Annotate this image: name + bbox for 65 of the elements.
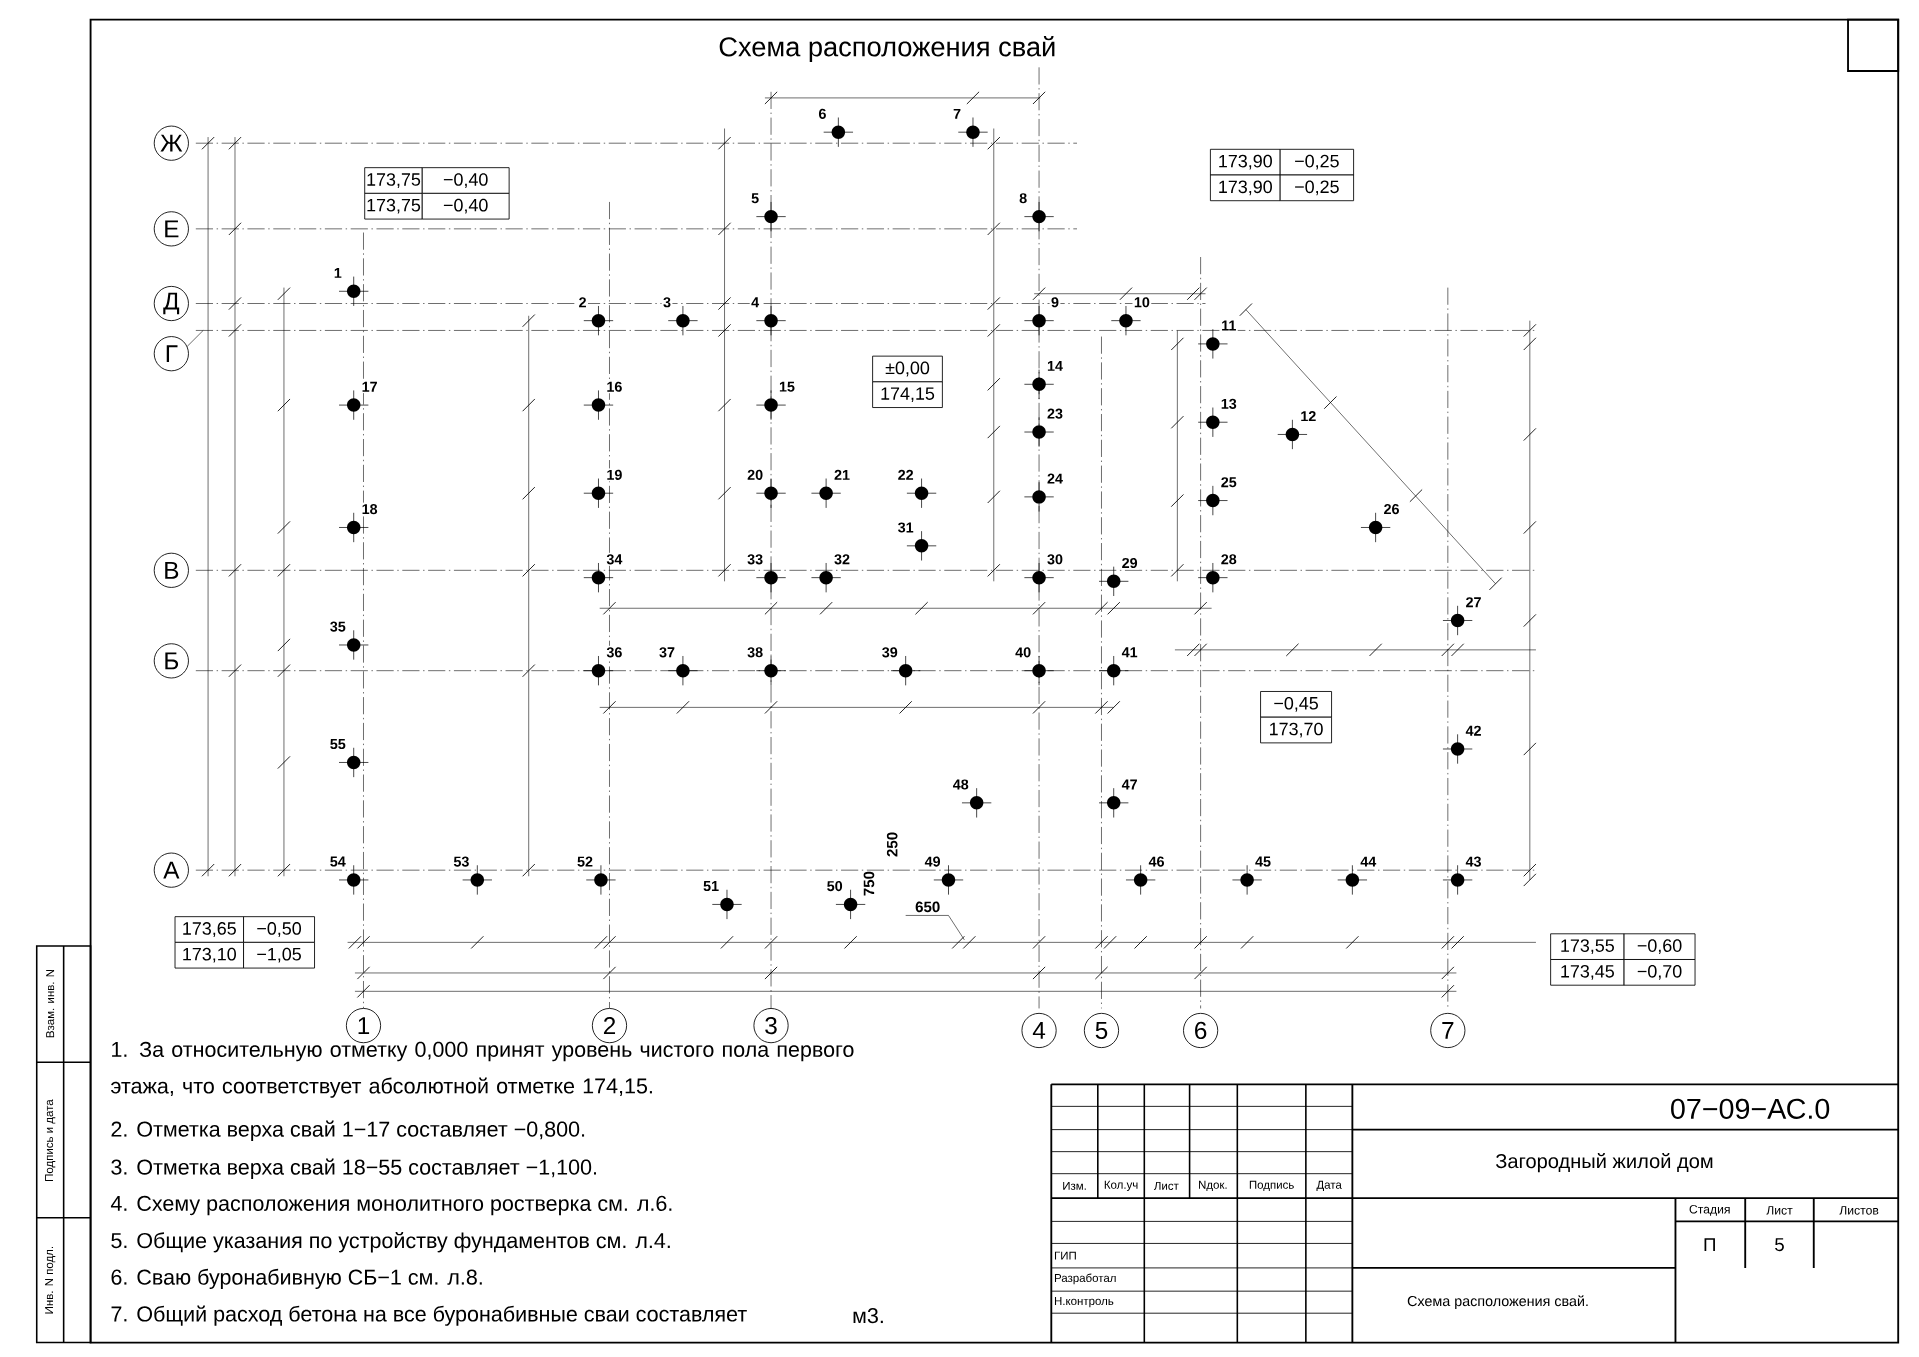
note-text: м3. [853, 1307, 883, 1324]
column-header: Листов [1839, 1206, 1879, 1215]
elevation-mark: −0,45 [1260, 690, 1332, 718]
stamp-label: Взам. инв. N [46, 969, 55, 1038]
note-text: 3. Отметка верха свай 18−55 составляет −1,100. [111, 1158, 596, 1179]
elevation-mark: 173,90 [1209, 148, 1281, 176]
elevation-mark: 173,10 [174, 941, 244, 969]
elevation-mark: 173,75 [364, 167, 423, 194]
elevation-mark: −0,40 [421, 192, 510, 220]
axis-bubble: 2 [591, 1007, 628, 1044]
note-text: 6. Сваю буронабивную СБ−1 см. л.8. [111, 1268, 482, 1289]
stamp-label: Подпись и дата [45, 1099, 56, 1181]
axis-bubble: В [153, 552, 189, 588]
elevation-mark: −0,25 [1279, 148, 1354, 176]
project-name: Загородный жилой дом [1495, 1153, 1713, 1173]
note-text: 5. Общие указания по устройству фундаментов см. л.4. [111, 1231, 670, 1253]
row-label: ГИП [1055, 1251, 1076, 1260]
stamp-value: П [1704, 1238, 1715, 1251]
elevation-mark: −0,70 [1623, 958, 1696, 986]
axis-bubble: 5 [1083, 1012, 1120, 1048]
row-label: Разработал [1055, 1273, 1116, 1285]
elevation-mark: −0,25 [1279, 174, 1354, 202]
axis-bubble: 7 [1430, 1012, 1466, 1048]
column-header: Кол.уч [1104, 1180, 1138, 1191]
elevation-mark: 173,65 [174, 916, 244, 943]
elevation-mark: ±0,00 [872, 355, 943, 383]
axis-bubble: Е [153, 211, 189, 247]
sheet-title: Схема расположения свай [719, 35, 1055, 62]
column-header: Лист [1766, 1206, 1793, 1215]
elevation-mark: −1,05 [243, 941, 315, 969]
axis-bubble: Ж [153, 125, 189, 161]
stamp-label: Инв. N подл. [45, 1246, 56, 1314]
row-label: Н.контроль [1055, 1296, 1114, 1308]
column-header: Дата [1316, 1180, 1342, 1191]
note-text: 1. За относительную отметку 0,000 принят уровень чистого пола первого этажа, что соответствует абсолютной отметке 174,15. [111, 1041, 854, 1098]
elevation-mark: −0,50 [243, 916, 315, 943]
axis-bubble: Б [153, 643, 189, 679]
drawing-code: 07−09−АС.0 [1671, 1098, 1830, 1119]
elevation-mark: 173,75 [364, 192, 423, 220]
column-header: Стадия [1689, 1204, 1730, 1216]
elevation-mark: −0,60 [1623, 933, 1696, 960]
dimension-value: 650 [915, 901, 940, 913]
elevation-mark: 173,70 [1260, 716, 1332, 744]
note-text: 4. Схему расположения монолитного ростверка см. л.6. [110, 1195, 672, 1216]
axis-bubble: 4 [1021, 1012, 1057, 1048]
axis-bubble: 1 [345, 1007, 382, 1044]
elevation-mark: 173,45 [1550, 958, 1625, 986]
sheet-name: Схема расположения свай. [1407, 1295, 1588, 1309]
elevation-mark: 173,55 [1550, 933, 1625, 960]
stamp-value: 5 [1775, 1238, 1784, 1252]
axis-bubble: 6 [1183, 1012, 1219, 1048]
elevation-mark: 173,90 [1209, 174, 1281, 202]
axis-bubble: Д [153, 285, 189, 321]
column-header: Nдок. [1199, 1180, 1227, 1191]
axis-bubble: 3 [753, 1007, 789, 1044]
axis-bubble: А [153, 852, 189, 888]
note-text: 7. Общий расход бетона на все буронабивные сваи составляет [111, 1305, 747, 1326]
column-header: Подпись [1249, 1180, 1294, 1191]
column-header: Лист [1153, 1181, 1179, 1190]
elevation-mark: 174,15 [872, 381, 943, 408]
note-text: 2. Отметка верха свай 1−17 составляет −0,800. [111, 1120, 585, 1141]
column-header: Изм. [1063, 1181, 1086, 1190]
axis-bubble: Г [153, 336, 189, 372]
elevation-mark: −0,40 [421, 167, 510, 194]
dimension-value: 250 [886, 832, 898, 857]
